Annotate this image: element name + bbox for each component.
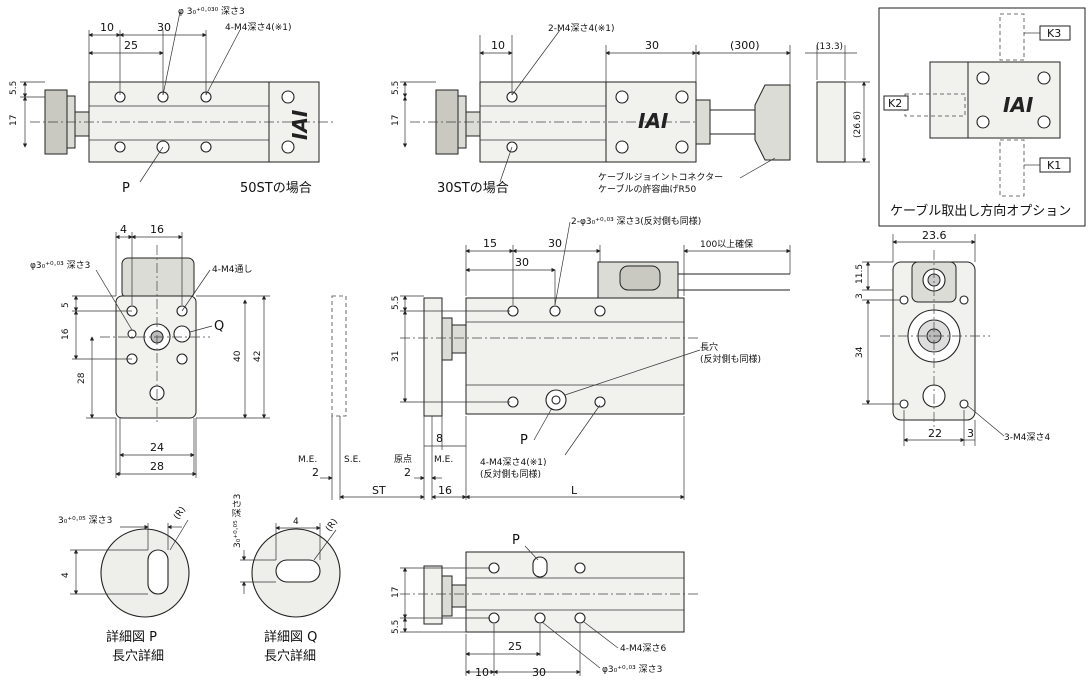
detail-q: 4 (R) 3₀⁺⁰·⁰⁵ 深さ3 詳細図 Q 長穴詳細	[232, 494, 341, 664]
dim-30-main-b: 30	[515, 256, 529, 269]
dim-42: 42	[253, 351, 263, 362]
dim-24: 24	[150, 441, 164, 454]
caption-30st: 30STの場合	[437, 181, 509, 196]
dim-31: 31	[391, 351, 401, 362]
logo-iai-opt: IAI	[1003, 93, 1034, 117]
dim-100: 100以上確保	[700, 238, 753, 250]
dim-3: 3	[855, 293, 865, 299]
note-m4: 4-M4深さ4(※1)	[225, 22, 291, 33]
dim-8: 8	[436, 432, 443, 445]
bottom-hole: φ3₀⁺⁰·⁰³ 深さ3	[602, 664, 662, 675]
dim-28h: 28	[150, 460, 164, 473]
dim-2a: 2	[312, 466, 319, 479]
main-m4b: (反対側も同様)	[480, 468, 541, 480]
dim-26-6: (26.6)	[853, 111, 863, 138]
k3-label: K3	[1047, 27, 1061, 40]
view-bottom: P 17 5.5 25 10 30 4-M4深さ6 φ3₀⁺⁰·⁰³ 深さ3	[391, 533, 700, 679]
cable-note-1: ケーブルジョイントコネクター	[598, 171, 723, 183]
front-hole: φ3₀⁺⁰·⁰³ 深さ3	[30, 260, 90, 271]
dim-17-bottom: 17	[391, 587, 401, 598]
dim-28v: 28	[77, 372, 87, 384]
detail-q-d4: 4	[293, 517, 299, 527]
detail-q-r: (R)	[324, 517, 340, 534]
dim-30-bottom: 30	[532, 666, 546, 679]
detail-p-cap1: 詳細図 P	[106, 629, 157, 645]
detail-p-dim: 3₀⁺⁰·⁰⁵ 深さ3	[58, 515, 112, 526]
label-me: M.E.	[298, 455, 317, 465]
dim-30-main-a: 30	[548, 237, 562, 250]
detail-p: 3₀⁺⁰·⁰⁵ 深さ3 (R) 4 詳細図 P 長穴詳細	[58, 505, 190, 664]
logo-iai: IAI	[288, 109, 312, 140]
slot-1: 長穴	[700, 341, 718, 353]
label-origin: 原点	[394, 454, 412, 465]
dim-22: 22	[928, 427, 942, 440]
front-m4: 4-M4通し	[212, 264, 252, 275]
label-p-main: P	[520, 433, 528, 448]
side-m4: 3-M4深さ4	[1004, 432, 1050, 443]
dim-4: 4	[120, 223, 127, 236]
dim-10-bottom: 10	[475, 666, 489, 679]
cable-option-box: IAI K3 K2 K1 ケーブル取出し方向オプション	[878, 7, 1086, 227]
dim-16: 16	[150, 223, 164, 236]
dim-30: 30	[157, 21, 171, 34]
dim-11-5: 11.5	[855, 264, 865, 284]
main-hole: 2-φ3₀⁺⁰·⁰³ 深さ3(反対側も同様)	[571, 215, 701, 227]
detail-p-r: (R)	[172, 505, 188, 522]
dim-34: 34	[855, 346, 865, 358]
dim-5: 5	[61, 302, 71, 308]
dim-l: L	[571, 484, 578, 497]
view-30st: IAI 10 30 (300) 2-M4深さ4(※1) 5.5 17 30STの…	[391, 23, 870, 196]
dim-10b: 10	[491, 39, 505, 52]
dim-17: 17	[9, 115, 19, 126]
detail-p-cap2: 長穴詳細	[112, 648, 164, 664]
dim-3b: 3	[967, 427, 974, 440]
bottom-m4: 4-M4深さ6	[620, 643, 666, 654]
view-side: 23.6 11.5 3 34 22 3 3-M4深さ4	[855, 229, 1050, 446]
k2-label: K2	[888, 97, 902, 110]
dim-15: 15	[483, 237, 497, 250]
detail-q-cap2: 長穴詳細	[264, 648, 316, 664]
dim-25: 25	[124, 39, 138, 52]
k1-label: K1	[1047, 159, 1061, 172]
dim-13-3: (13.3)	[816, 42, 843, 52]
dim-st: ST	[372, 484, 386, 497]
dim-16v: 16	[61, 328, 71, 340]
view-front: 4 16 φ3₀⁺⁰·⁰³ 深さ3 4-M4通し Q 5 16 28 40 42…	[30, 223, 270, 478]
dim-40: 40	[233, 350, 243, 362]
slot-2: (反対側も同様)	[700, 353, 761, 365]
label-p: P	[122, 181, 130, 196]
detail-q-dim: 3₀⁺⁰·⁰⁵ 深さ3	[232, 494, 243, 548]
dim-5-5-bottom: 5.5	[391, 620, 401, 634]
label-q: Q	[214, 319, 224, 334]
dim-2b: 2	[404, 466, 411, 479]
view-main: 15 30 30 100以上確保 2-φ3₀⁺⁰·⁰³ 深さ3(反対側も同様) …	[298, 215, 791, 500]
label-se: S.E.	[344, 455, 361, 465]
detail-p-d4: 4	[61, 572, 71, 578]
dim-5-5: 5.5	[9, 81, 19, 95]
dim-16-main: 16	[438, 484, 452, 497]
dim-25-bottom: 25	[508, 640, 522, 653]
dim-17b: 17	[391, 115, 401, 126]
cable-note-2: ケーブルの許容曲げR50	[598, 183, 696, 195]
label-me2: M.E.	[434, 455, 453, 465]
label-p-bottom: P	[512, 533, 520, 548]
main-m4a: 4-M4深さ4(※1)	[480, 457, 546, 468]
note-hole: φ 3₀⁺⁰·⁰³⁰ 深さ3	[178, 6, 245, 17]
detail-q-cap1: 詳細図 Q	[264, 629, 317, 645]
dim-23-6: 23.6	[922, 229, 947, 242]
logo-iai-30: IAI	[638, 109, 669, 133]
dim-10: 10	[100, 21, 114, 34]
note-2m4: 2-M4深さ4(※1)	[548, 23, 614, 34]
view-50st: IAI 10 30 25 φ 3₀⁺⁰·⁰³⁰ 深さ3 4-M4深さ4(※1) …	[9, 6, 335, 196]
dim-5-5-main: 5.5	[391, 296, 401, 310]
option-title: ケーブル取出し方向オプション	[890, 203, 1071, 219]
dim-300: (300)	[730, 39, 760, 52]
dim-5-5b: 5.5	[391, 81, 401, 95]
dim-30b: 30	[645, 39, 659, 52]
caption-50st: 50STの場合	[240, 181, 312, 196]
